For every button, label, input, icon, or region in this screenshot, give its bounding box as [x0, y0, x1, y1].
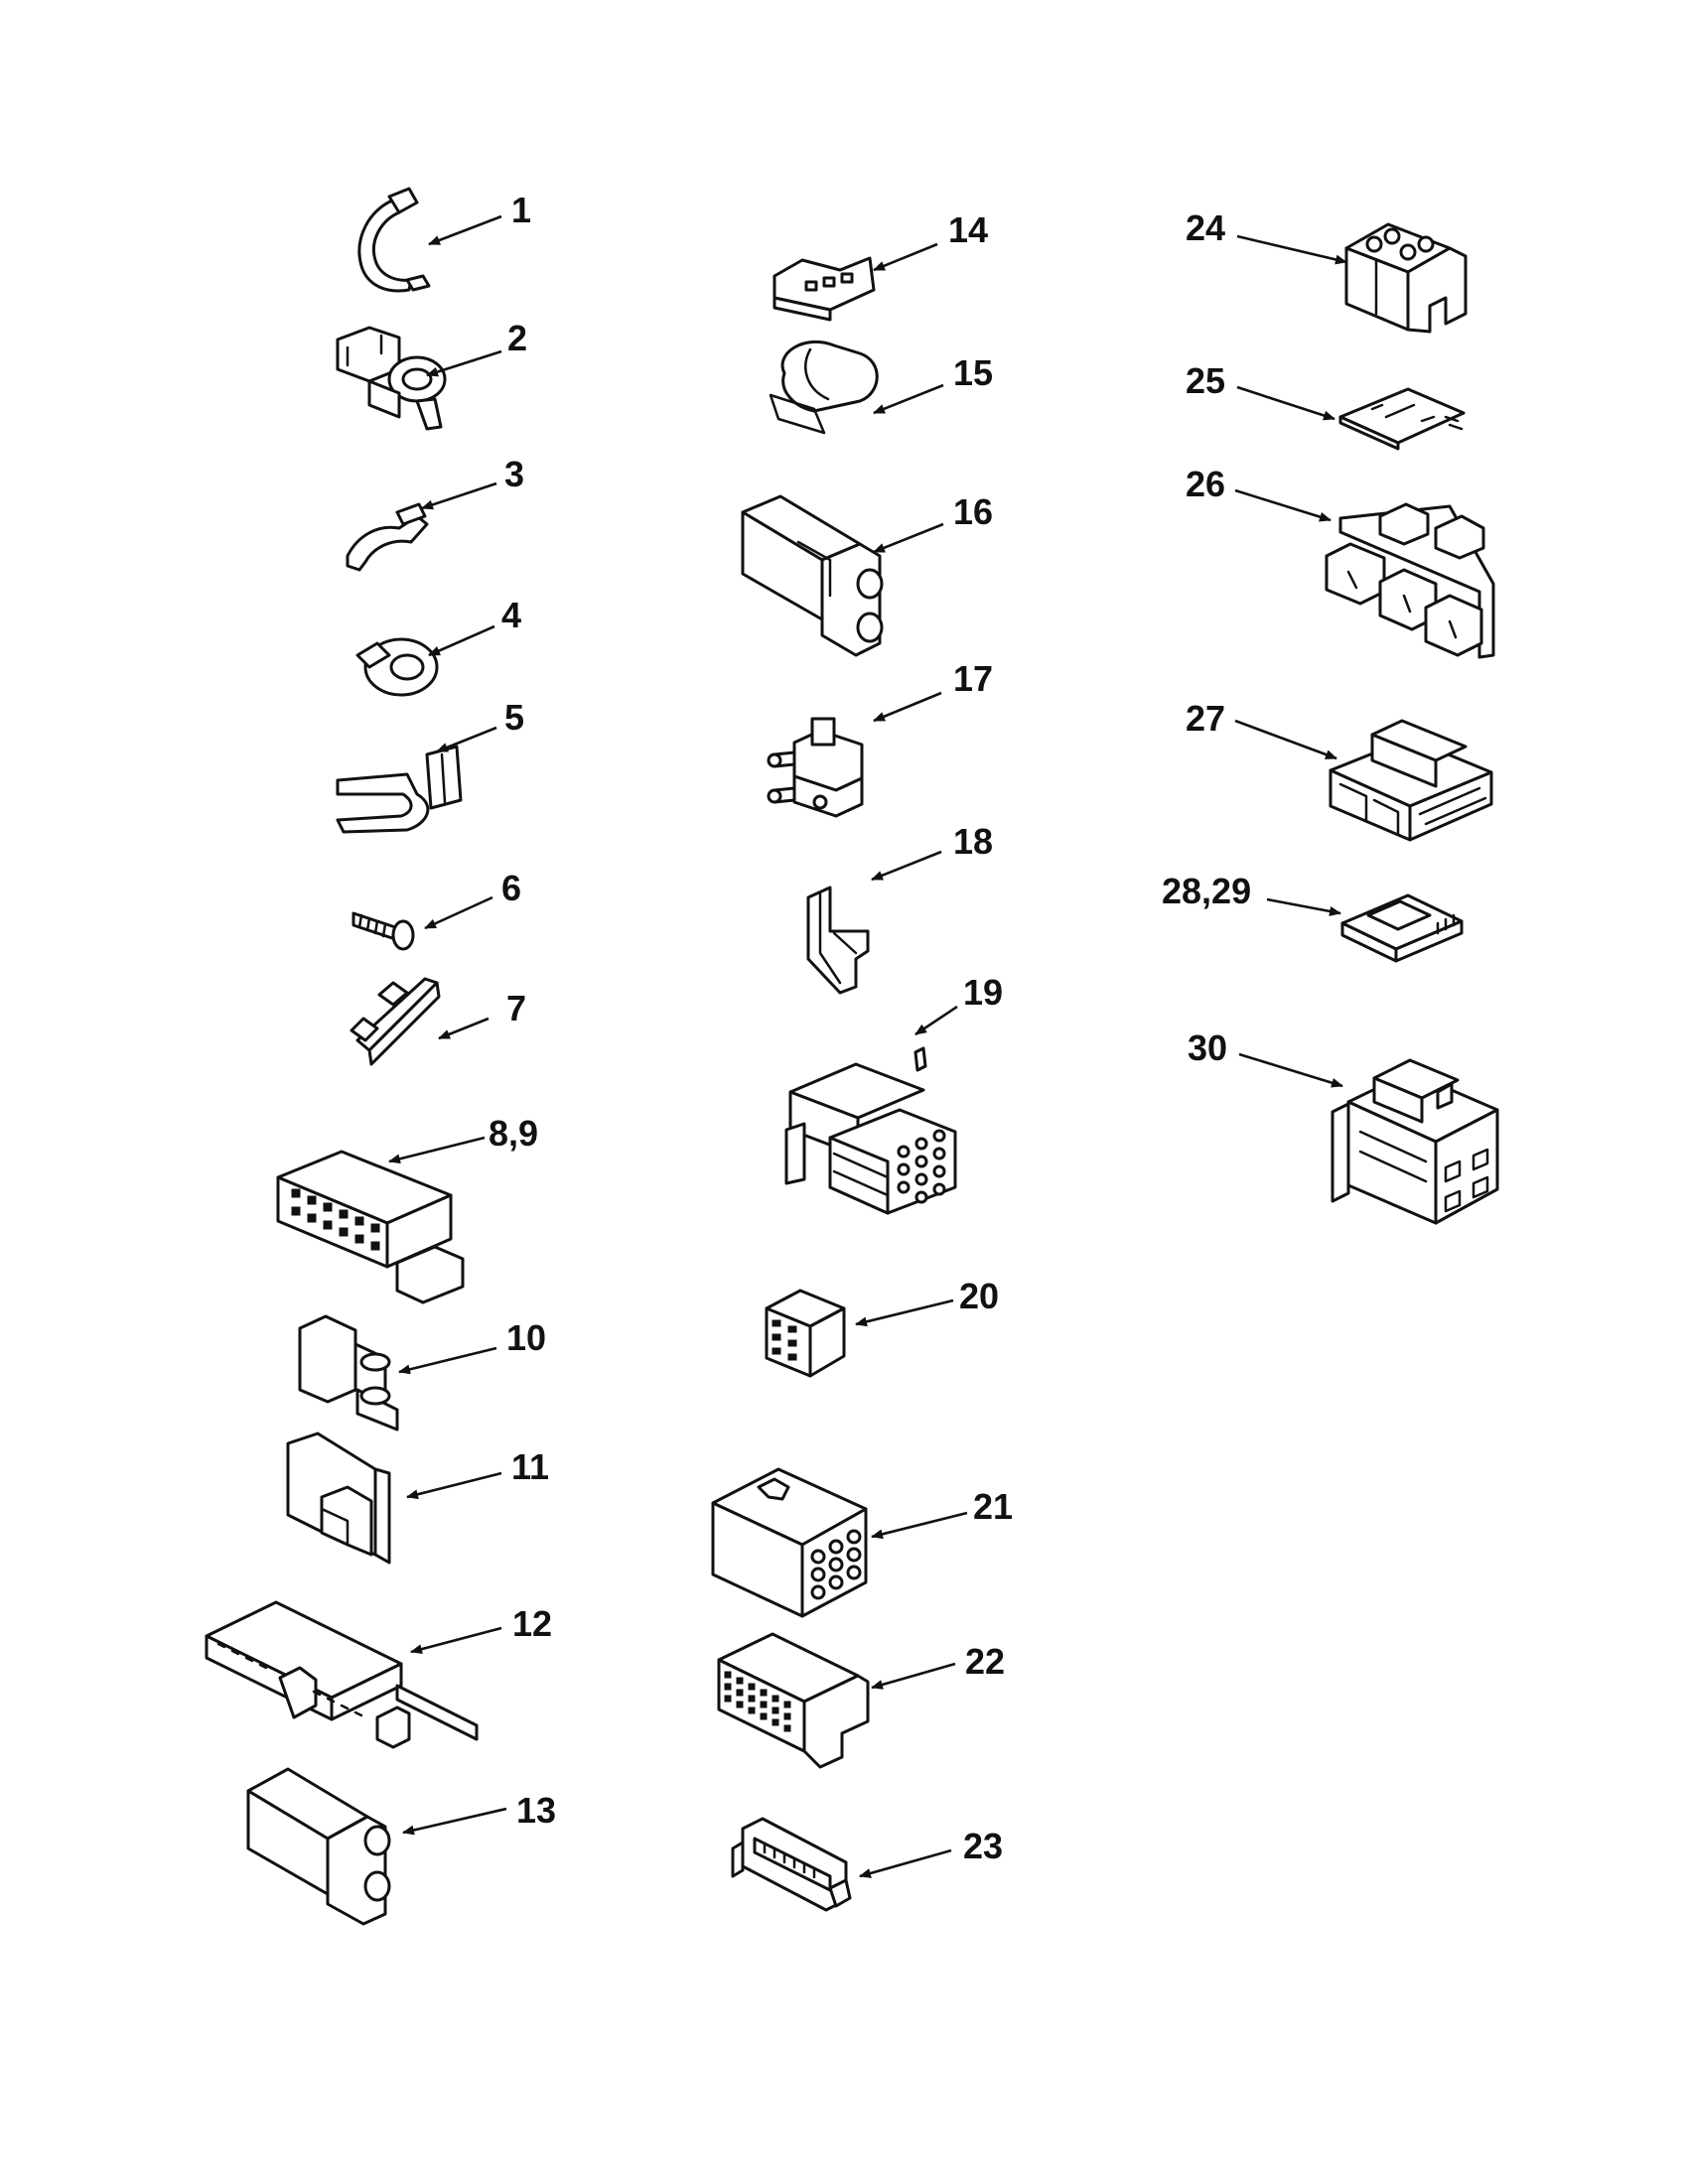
callout-label-27: 27: [1186, 698, 1225, 739]
callout-11: 11: [406, 1446, 549, 1500]
callout-label-24: 24: [1186, 207, 1225, 248]
part-25-circuit-plate: [1338, 387, 1466, 451]
part-30-relay-housing: [1331, 1058, 1499, 1225]
callout-20: 20: [855, 1276, 999, 1327]
callout-26: 26: [1186, 464, 1332, 522]
pin-holes-8-9: [291, 1188, 380, 1251]
callout-15: 15: [873, 352, 993, 415]
callout-label-4: 4: [501, 595, 521, 635]
part-14-small-connector: [772, 256, 876, 322]
callout-label-6: 6: [501, 868, 521, 908]
callout-label-15: 15: [953, 352, 993, 393]
callout-23: 23: [859, 1826, 1003, 1878]
callout-label-1: 1: [511, 190, 531, 230]
callout-label-11: 11: [511, 1446, 549, 1487]
callout-10: 10: [398, 1317, 546, 1375]
callout-24: 24: [1186, 207, 1347, 265]
part-22-grid-connector: [717, 1632, 870, 1769]
part-20-mini-connector: [765, 1289, 846, 1378]
callout-label-10: 10: [506, 1317, 546, 1358]
part-16-two-way-housing: [741, 494, 884, 657]
callout-label-5: 5: [504, 697, 524, 738]
callout-label-25: 25: [1186, 360, 1225, 401]
callout-label-22: 22: [965, 1641, 1005, 1682]
pin-grid-22: [724, 1671, 791, 1732]
part-10-terminal-housing: [298, 1314, 399, 1432]
pin-holes-20: [772, 1319, 797, 1361]
part-19-twelve-pin-connector: [784, 1046, 957, 1215]
callout-label-28-29: 28,29: [1162, 871, 1251, 911]
pin-marks-12: [216, 1642, 363, 1717]
part-18-bracket-clip: [806, 886, 870, 995]
callout-label-20: 20: [959, 1276, 999, 1316]
callout-12: 12: [410, 1603, 552, 1655]
part-3-wire-retainer: [346, 502, 429, 572]
callout-16: 16: [873, 491, 993, 554]
callout-label-13: 13: [516, 1790, 556, 1831]
callout-6: 6: [424, 868, 521, 930]
callout-3: 3: [421, 454, 524, 510]
callout-14: 14: [873, 209, 988, 272]
callout-label-26: 26: [1186, 464, 1225, 504]
part-7-wire-tie-mount: [350, 977, 441, 1066]
part-23-edge-connector: [731, 1817, 852, 1912]
callout-label-16: 16: [953, 491, 993, 532]
callout-19: 19: [914, 972, 1003, 1036]
part-15-insulator-sleeve: [769, 340, 879, 435]
callout-label-18: 18: [953, 821, 993, 862]
callout-label-21: 21: [973, 1486, 1013, 1527]
part-21-nine-pin-block: [711, 1467, 868, 1618]
callout-4: 4: [428, 595, 521, 657]
callout-label-30: 30: [1188, 1027, 1227, 1068]
callout-label-2: 2: [507, 318, 527, 358]
pin-holes-19: [897, 1129, 946, 1204]
callout-8-9: 8,9: [388, 1113, 538, 1164]
part-13-two-way-housing: [246, 1767, 391, 1926]
callout-17: 17: [873, 658, 993, 723]
callout-label-19: 19: [963, 972, 1003, 1013]
part-24-terminal-block: [1344, 222, 1468, 334]
part-5-harness-clip: [336, 745, 463, 834]
callout-label-3: 3: [504, 454, 524, 494]
part-4-ring-clip: [355, 637, 439, 697]
part-2-wire-clamp: [336, 326, 447, 431]
callout-13: 13: [402, 1790, 556, 1836]
callout-21: 21: [871, 1486, 1013, 1540]
callout-2: 2: [426, 318, 527, 377]
part-11-connector-housing: [286, 1432, 391, 1565]
callout-18: 18: [871, 821, 993, 882]
part-8-9-multi-pin-housing: [276, 1150, 465, 1304]
callout-25: 25: [1186, 360, 1335, 421]
callout-label-23: 23: [963, 1826, 1003, 1866]
part-17-pin-connector: [767, 717, 864, 818]
part-27-connector-header: [1329, 719, 1493, 842]
part-26-relay-board: [1325, 502, 1495, 659]
callout-label-12: 12: [512, 1603, 552, 1644]
callout-27: 27: [1186, 698, 1337, 760]
callout-7: 7: [438, 988, 526, 1040]
part-1-wire-clip: [357, 187, 431, 293]
callout-30: 30: [1188, 1027, 1343, 1088]
pin-holes-21: [810, 1529, 862, 1600]
callout-label-8-9: 8,9: [489, 1113, 538, 1154]
callout-label-17: 17: [953, 658, 993, 699]
callout-label-7: 7: [506, 988, 526, 1028]
callout-1: 1: [428, 190, 531, 246]
part-12-terminal-strip: [205, 1600, 479, 1749]
part-28-29-latch-connector: [1340, 893, 1464, 963]
callout-22: 22: [871, 1641, 1005, 1690]
part-6-screw: [351, 911, 415, 951]
callout-28-29: 28,29: [1162, 871, 1341, 916]
callout-label-14: 14: [948, 209, 988, 250]
callout-5: 5: [436, 697, 524, 753]
